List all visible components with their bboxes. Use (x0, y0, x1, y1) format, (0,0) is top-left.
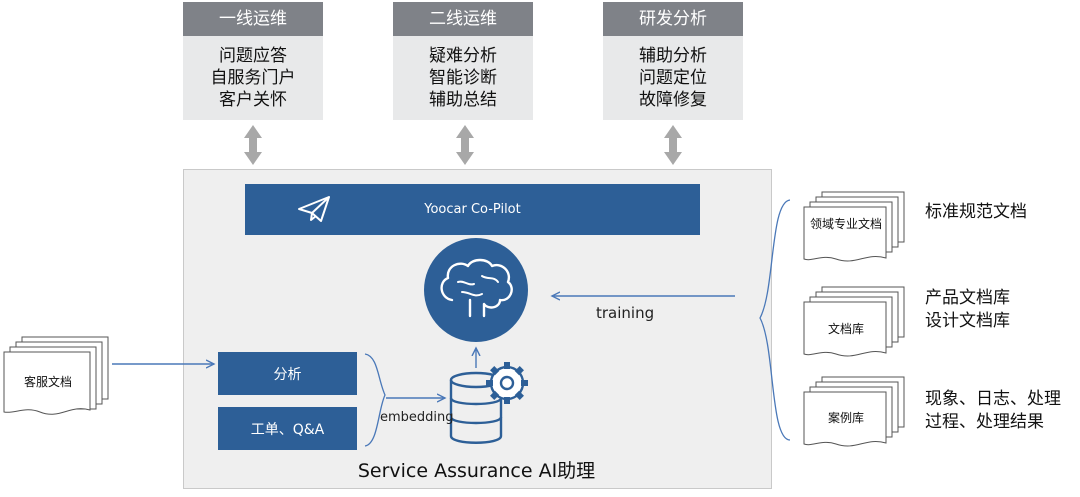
right-doc-label: 领域专业文档 (809, 217, 882, 231)
top-box-line: 故障修复 (639, 90, 707, 110)
right-doc-label: 文档库 (827, 322, 864, 336)
training-label: training (596, 304, 655, 322)
copilot-label: Yoocar Co-Pilot (424, 202, 521, 217)
right-text-group: 产品文档库 设计文档库 (925, 287, 1010, 333)
analysis-box: 分析 (218, 352, 357, 395)
double-arrow-second-line (456, 125, 474, 165)
right-text-line: 产品文档库 (925, 288, 1010, 308)
top-box-line: 疑难分析 (429, 46, 497, 66)
top-box-line: 智能诊断 (429, 68, 497, 88)
gear-icon (486, 362, 528, 404)
top-box-title: 一线运维 (183, 2, 323, 36)
top-box-title: 二线运维 (393, 2, 533, 36)
ticket-qa-box: 工单、Q&A (218, 407, 357, 450)
right-text-line: 过程、处理结果 (925, 412, 1044, 432)
top-box-line: 问题定位 (639, 68, 707, 88)
left-doc-label: 客服文档 (23, 375, 72, 389)
top-box-line: 辅助总结 (429, 90, 497, 110)
right-text-line: 设计文档库 (925, 311, 1010, 331)
ticket-qa-label: 工单、Q&A (250, 421, 325, 438)
right-text-group: 标准规范文档 (925, 201, 1027, 224)
double-arrow-rnd (664, 125, 682, 165)
embedding-label: embedding (380, 410, 454, 425)
paper-plane-icon (298, 196, 330, 222)
right-text-group: 现象、日志、处理 过程、处理结果 (925, 388, 1061, 434)
brain-icon (424, 238, 528, 342)
top-box-line: 自服务门户 (210, 68, 296, 88)
top-box-title: 研发分析 (603, 2, 743, 36)
top-box-line: 问题应答 (219, 46, 287, 66)
double-arrow-first-line (244, 125, 262, 165)
top-box-rnd: 研发分析 辅助分析 问题定位 故障修复 (603, 2, 743, 120)
right-text-line: 标准规范文档 (925, 202, 1027, 222)
top-box-body: 辅助分析 问题定位 故障修复 (603, 36, 743, 120)
footer-label: Service Assurance AI助理 (357, 460, 596, 482)
top-box-body: 疑难分析 智能诊断 辅助总结 (393, 36, 533, 120)
top-box-first-line: 一线运维 问题应答 自服务门户 客户关怀 (183, 2, 323, 120)
right-doc-label: 案例库 (827, 411, 864, 425)
top-box-line: 客户关怀 (219, 90, 287, 110)
right-text-line: 现象、日志、处理 (925, 389, 1061, 409)
top-box-line: 辅助分析 (639, 46, 707, 66)
document-stack-icon (3, 191, 905, 447)
top-box-body: 问题应答 自服务门户 客户关怀 (183, 36, 323, 120)
analysis-label: 分析 (273, 366, 302, 383)
top-box-second-line: 二线运维 疑难分析 智能诊断 辅助总结 (393, 2, 533, 120)
copilot-bar: Yoocar Co-Pilot (245, 184, 700, 235)
